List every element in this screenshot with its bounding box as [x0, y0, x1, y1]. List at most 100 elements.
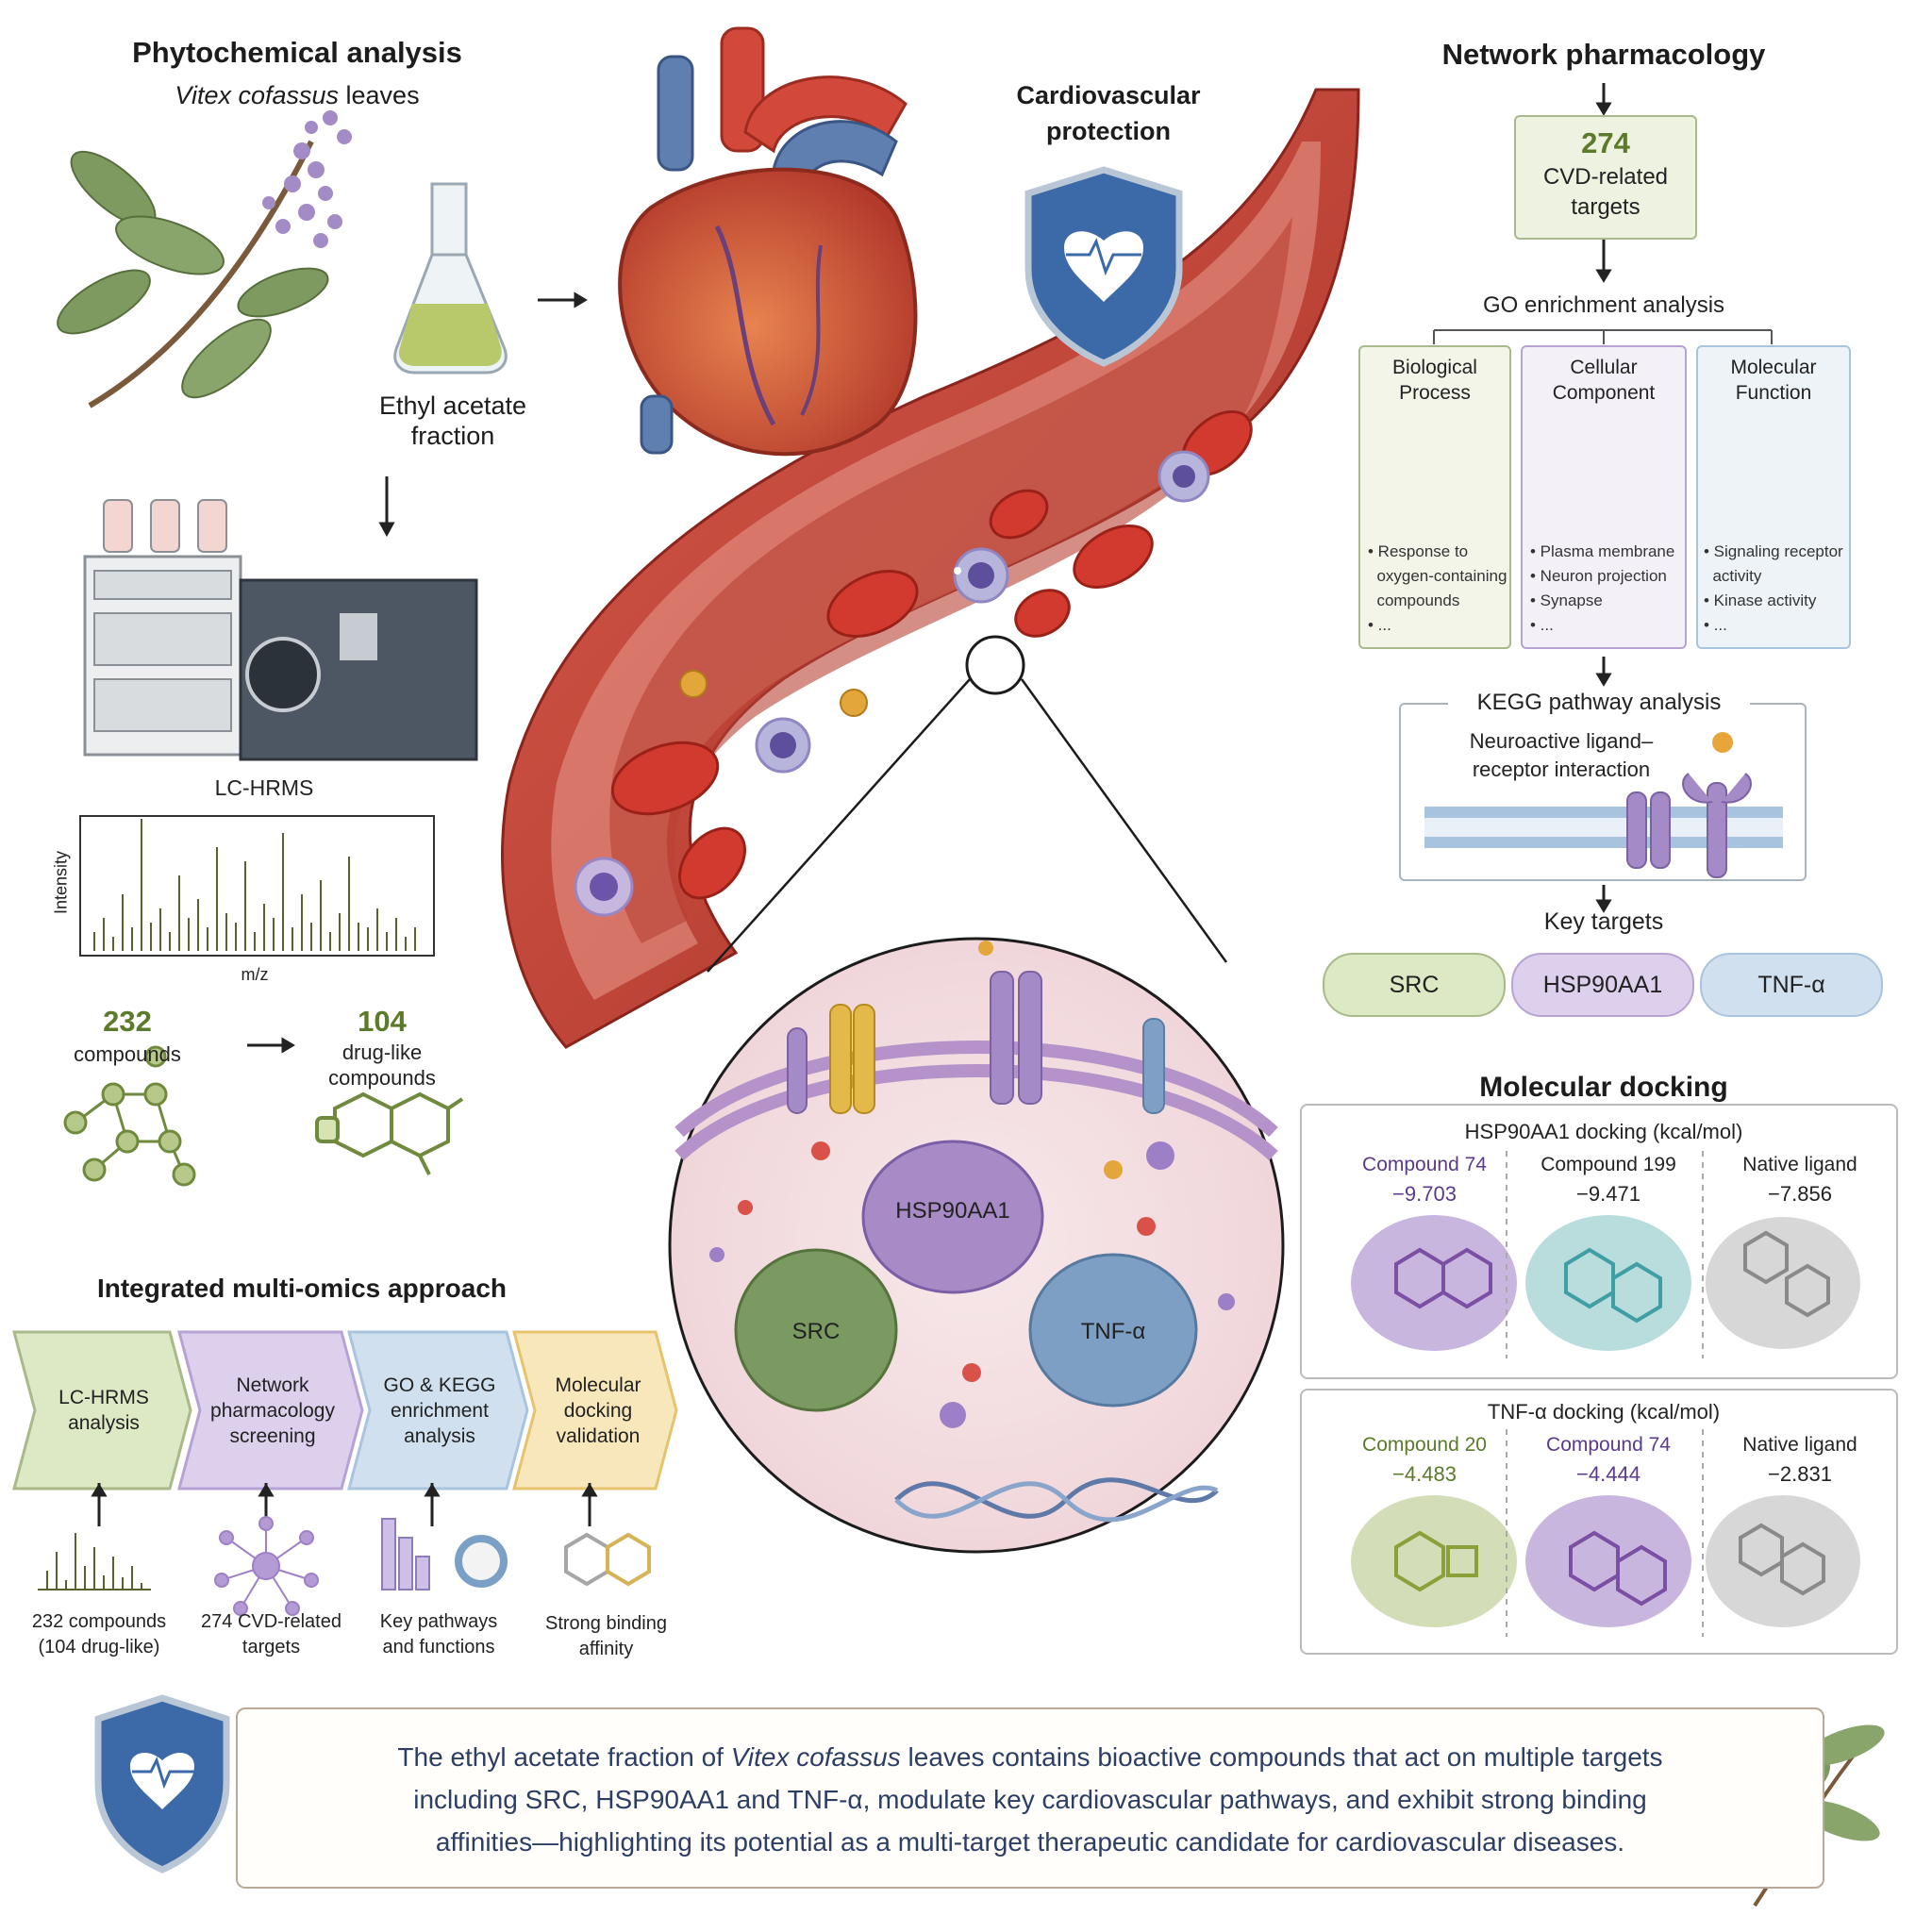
dock-hsp-value-2: −9.471	[1576, 1182, 1641, 1206]
key-target-src: SRC	[1323, 953, 1506, 1017]
mass-spectrum-plot	[79, 815, 435, 957]
go-box-title-2: Function	[1735, 382, 1812, 404]
druglike-count: 104	[358, 1005, 407, 1038]
multiomics-title: Integrated multi-omics approach	[96, 1274, 508, 1303]
protein-label-tnf: TNF-α	[1080, 1319, 1146, 1344]
dock-hsp-name-2: Compound 199	[1541, 1154, 1676, 1175]
bullet: • ...	[1530, 616, 1554, 634]
arrow-down-phyto	[378, 476, 395, 538]
fraction-label-1: Ethyl acetate	[378, 391, 527, 420]
bullet: oxygen-containing	[1368, 567, 1507, 585]
step-line: screening	[229, 1424, 316, 1447]
step-line: validation	[556, 1424, 641, 1447]
step-lchrms: LC-HRMS analysis	[28, 1349, 179, 1472]
step-caption-1b: (104 drug-like)	[38, 1637, 160, 1657]
conclusion-box: The ethyl acetate fraction of Vitex cofa…	[236, 1707, 1824, 1889]
docking-title: Molecular docking	[1479, 1072, 1728, 1103]
network-arrows	[1595, 83, 1612, 913]
species-name: Vitex cofassus	[175, 81, 340, 109]
bullet: activity	[1704, 567, 1762, 585]
platelets	[679, 670, 868, 717]
mini-barchart-icon	[381, 1518, 508, 1591]
go-box-cellular: Cellular Component • Plasma membrane • N…	[1521, 345, 1687, 649]
conclusion-species: Vitex cofassus	[730, 1742, 901, 1772]
protection-label-2: protection	[1046, 117, 1171, 145]
flask-icon	[393, 182, 508, 375]
shield-heart-icon	[1024, 166, 1183, 367]
targets-label-2: targets	[1571, 194, 1641, 220]
dock-hsp-name-3: Native ligand	[1742, 1154, 1857, 1175]
step-go-kegg: GO & KEGG enrichment analysis	[363, 1349, 516, 1472]
kegg-label-2: receptor interaction	[1472, 758, 1651, 781]
zoom-lines	[707, 635, 1228, 973]
step-line: analysis	[404, 1424, 475, 1447]
conclusion-text: leaves contains bioactive compounds that…	[900, 1742, 1663, 1772]
bullet: • ...	[1368, 616, 1391, 634]
ms-ylabel: Intensity	[51, 850, 71, 915]
mini-network-icon	[214, 1516, 319, 1616]
key-target-tnf: TNF-α	[1700, 953, 1883, 1017]
ms-xlabel: m/z	[241, 965, 269, 984]
protein-label-hsp: HSP90AA1	[895, 1198, 1010, 1224]
step-line: enrichment	[391, 1399, 489, 1422]
go-box-title-2: Component	[1552, 382, 1656, 404]
step-caption-3b: and functions	[382, 1637, 495, 1657]
subtitle-rest: leaves	[339, 81, 420, 109]
step-line: Molecular	[555, 1374, 641, 1396]
docking-surfaces	[1351, 1215, 1860, 1627]
docking-hsp-title: HSP90AA1 docking (kcal/mol)	[1464, 1120, 1743, 1143]
zoom-cell	[668, 937, 1285, 1554]
dock-hsp-value-1: −9.703	[1392, 1182, 1457, 1206]
arrow-compounds-to-druglike	[247, 1037, 295, 1054]
mini-molecule-icon	[564, 1532, 651, 1587]
targets-count: 274	[1581, 126, 1630, 159]
heart-illustration	[618, 26, 918, 457]
network-title: Network pharmacology	[1441, 38, 1766, 71]
step-line: analysis	[68, 1412, 140, 1434]
instrument-label: LC-HRMS	[214, 775, 314, 800]
compound-network-icon	[63, 1045, 196, 1187]
go-box-title-2: Process	[1399, 382, 1471, 404]
step-line: GO & KEGG	[383, 1374, 496, 1396]
step-caption-3a: Key pathways	[379, 1611, 498, 1632]
compounds-count: 232	[103, 1005, 152, 1038]
go-box-molecular: Molecular Function • Signaling receptor …	[1696, 345, 1851, 649]
bullet: • Plasma membrane	[1530, 542, 1675, 560]
druglike-label-2: compounds	[328, 1066, 436, 1090]
step-line: Network	[236, 1374, 309, 1396]
step-caption-2b: targets	[242, 1637, 301, 1657]
arrow-to-heart	[538, 291, 588, 308]
go-box-biological: Biological Process • Response to oxygen-…	[1358, 345, 1511, 649]
docking-panel-tnf	[1300, 1389, 1898, 1655]
key-target-hsp90aa1: HSP90AA1	[1511, 953, 1694, 1017]
red-blood-cells	[610, 409, 1253, 900]
conclusion-line-2: including SRC, HSP90AA1 and TNF-α, modul…	[413, 1785, 1647, 1814]
druglike-molecule-icon	[315, 1091, 464, 1175]
go-box-bullets: • Response to oxygen-containing compound…	[1368, 540, 1507, 638]
conclusion-line-3: affinities—highlighting its potential as…	[435, 1827, 1625, 1857]
multiomics-chevrons	[12, 1330, 678, 1491]
kegg-membrane-diagram	[1424, 732, 1783, 878]
go-box-title-1: Molecular	[1730, 357, 1817, 378]
docking-dividers	[1506, 1151, 1704, 1637]
white-blood-cells	[574, 450, 1210, 917]
go-box-title-1: Cellular	[1570, 357, 1638, 378]
step-docking: Molecular docking validation	[528, 1349, 668, 1472]
dock-tnf-name-2: Compound 74	[1546, 1434, 1671, 1456]
go-box-bullets: • Plasma membrane • Neuron projection • …	[1530, 540, 1674, 638]
dock-tnf-name-3: Native ligand	[1742, 1434, 1857, 1456]
step-caption-2a: 274 CVD-related	[201, 1611, 341, 1632]
step-line: pharmacology	[210, 1399, 335, 1422]
dock-tnf-name-1: Compound 20	[1362, 1434, 1487, 1456]
targets-label-1: CVD-related	[1542, 164, 1669, 190]
phyto-title: Phytochemical analysis	[132, 36, 462, 69]
kegg-title: KEGG pathway analysis	[1448, 690, 1750, 716]
mini-spectrum-icon	[38, 1533, 151, 1591]
conclusion-line-1: The ethyl acetate fraction of Vitex cofa…	[238, 1742, 1823, 1773]
docking-panel-hsp	[1300, 1104, 1898, 1379]
go-box-title-1: Biological	[1392, 357, 1477, 378]
lc-hrms-instrument	[83, 499, 478, 761]
phyto-subtitle: Vitex cofassus leaves	[85, 81, 509, 110]
dock-tnf-value-2: −4.444	[1576, 1462, 1641, 1486]
